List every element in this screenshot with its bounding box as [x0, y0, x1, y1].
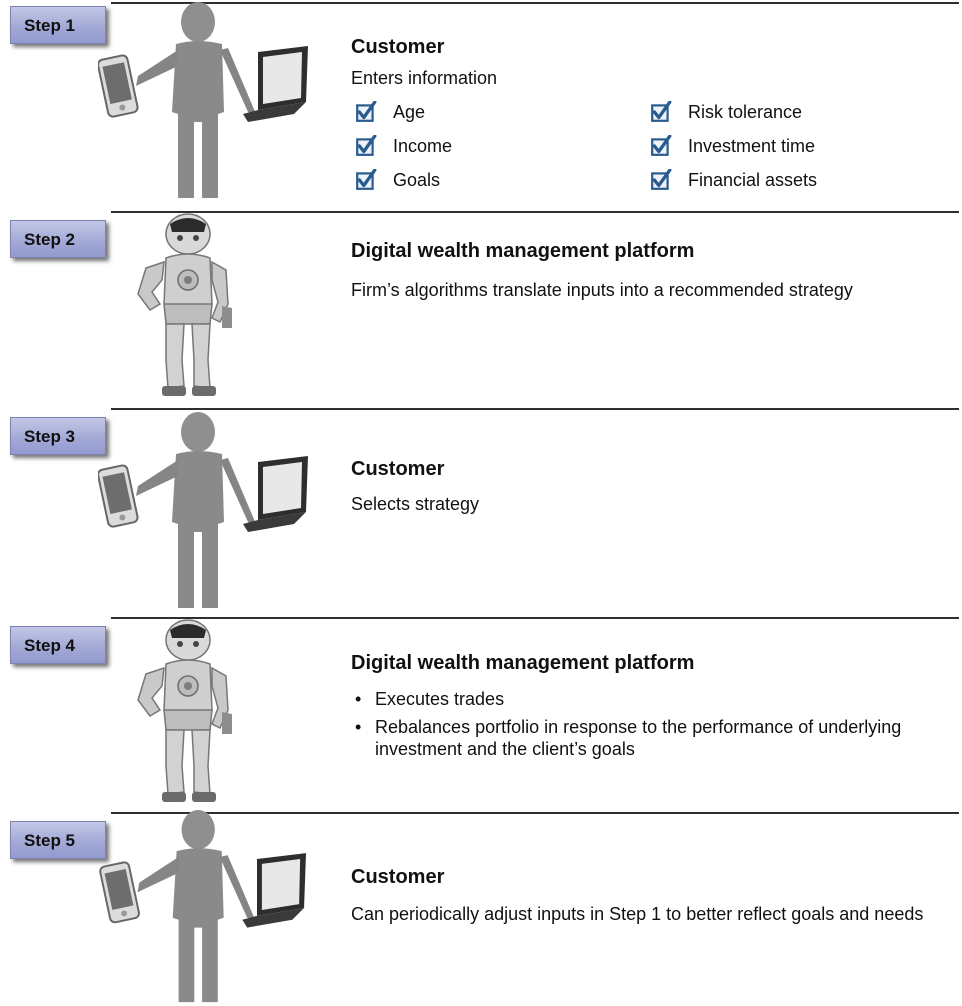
step-1-description: Enters information	[351, 68, 498, 88]
checkbox-checked-icon	[355, 135, 377, 157]
section-divider	[111, 617, 959, 619]
checklist-label: Goals	[393, 169, 441, 190]
checkbox-checked-icon	[650, 135, 672, 157]
checklist-label: Financial assets	[688, 169, 818, 190]
checklist-item-investment-time: Investment time	[650, 133, 815, 159]
step-3-badge: Step 3	[10, 417, 106, 455]
section-divider	[111, 2, 959, 4]
person-with-phone-and-laptop-icon	[98, 412, 318, 612]
bullet-item: Rebalances portfolio in response to the …	[355, 716, 915, 760]
checklist-item-age: Age	[355, 99, 425, 125]
checklist-label: Risk tolerance	[688, 101, 803, 122]
robot-icon	[128, 210, 248, 400]
step-2-description: Firm’s algorithms translate inputs into …	[351, 280, 853, 300]
checklist-item-income: Income	[355, 133, 452, 159]
checkbox-checked-icon	[650, 101, 672, 123]
checkbox-checked-icon	[355, 101, 377, 123]
step-1-actor: Customer	[351, 36, 445, 58]
section-divider	[111, 211, 959, 213]
step-2-actor: Digital wealth management platform	[351, 240, 695, 262]
checkbox-checked-icon	[650, 169, 672, 191]
checklist-label: Investment time	[688, 135, 816, 156]
person-with-phone-and-laptop-icon	[98, 2, 318, 202]
step-5-description: Can periodically adjust inputs in Step 1…	[351, 904, 924, 924]
section-divider	[111, 812, 959, 814]
checklist-label: Income	[393, 135, 453, 156]
step-2-badge: Step 2	[10, 220, 106, 258]
checklist-item-risk-tolerance: Risk tolerance	[650, 99, 802, 125]
checklist-item-financial-assets: Financial assets	[650, 167, 817, 193]
step-5-badge: Step 5	[10, 821, 106, 859]
robot-icon	[128, 616, 248, 806]
step-5-actor: Customer	[351, 866, 445, 888]
section-divider	[111, 408, 959, 410]
step-3-actor: Customer	[351, 458, 445, 480]
checklist-label: Age	[393, 101, 426, 122]
person-with-phone-and-laptop-icon	[98, 810, 318, 1006]
checkbox-checked-icon	[355, 169, 377, 191]
step-1-badge: Step 1	[10, 6, 106, 44]
step-4-badge: Step 4	[10, 626, 106, 664]
bullet-item: Executes trades	[355, 688, 915, 710]
step-4-bullet-list: Executes trades Rebalances portfolio in …	[355, 688, 915, 766]
step-4-actor: Digital wealth management platform	[351, 652, 695, 674]
checklist-item-goals: Goals	[355, 167, 440, 193]
step-3-description: Selects strategy	[351, 494, 480, 514]
